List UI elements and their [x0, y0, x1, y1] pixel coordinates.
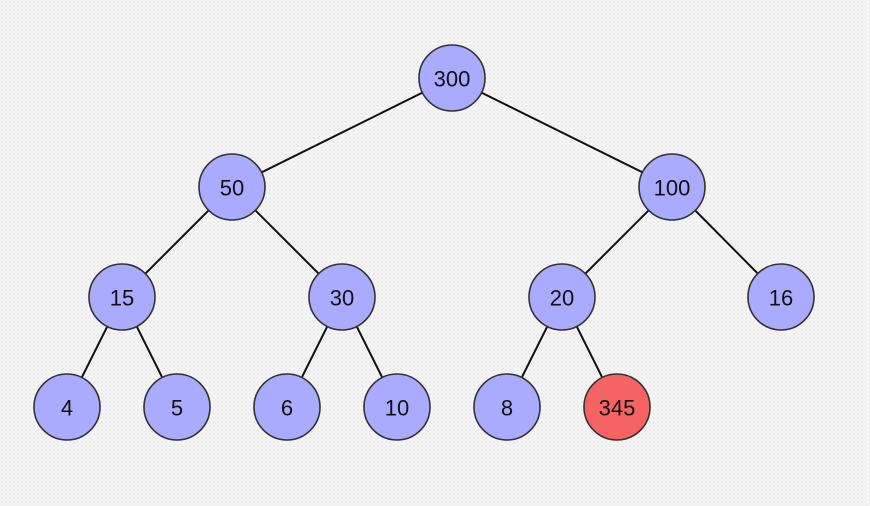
tree-node-8: 8	[473, 373, 541, 441]
node-label: 8	[501, 396, 513, 421]
tree-node-30: 30	[308, 263, 376, 331]
tree-node-300: 300	[418, 44, 486, 112]
node-circle	[418, 44, 486, 112]
node-label: 4	[61, 396, 73, 421]
node-label: 100	[654, 176, 691, 201]
node-circle	[528, 263, 596, 331]
node-circle	[33, 373, 101, 441]
tree-node-16: 16	[747, 263, 815, 331]
node-circle	[638, 153, 706, 221]
node-circle	[253, 373, 321, 441]
node-circle	[143, 373, 211, 441]
node-label: 16	[769, 286, 793, 311]
node-circle	[747, 263, 815, 331]
node-label: 5	[171, 396, 183, 421]
edge-300-50	[231, 77, 453, 188]
tree-node-6: 6	[253, 373, 321, 441]
tree-node-5: 5	[143, 373, 211, 441]
edge-300-100	[451, 77, 673, 188]
node-label: 300	[434, 67, 471, 92]
tree-edges	[66, 77, 782, 408]
node-circle	[88, 263, 156, 331]
highlighted-node-circle	[583, 373, 651, 441]
tree-node-345: 345	[583, 373, 651, 441]
node-circle	[308, 263, 376, 331]
tree-node-100: 100	[638, 153, 706, 221]
node-circle	[198, 153, 266, 221]
tree-nodes: 300 50 100 15 30 20 16 4 5 6 10 8 345	[33, 44, 815, 441]
node-label: 20	[550, 286, 574, 311]
node-label: 10	[385, 396, 409, 421]
node-label: 15	[110, 286, 134, 311]
node-label: 345	[599, 396, 636, 421]
node-circle	[473, 373, 541, 441]
node-label: 6	[281, 396, 293, 421]
tree-node-10: 10	[363, 373, 431, 441]
tree-node-15: 15	[88, 263, 156, 331]
node-circle	[363, 373, 431, 441]
tree-node-50: 50	[198, 153, 266, 221]
node-label: 30	[330, 286, 354, 311]
tree-node-20: 20	[528, 263, 596, 331]
node-label: 50	[220, 176, 244, 201]
tree-node-4: 4	[33, 373, 101, 441]
